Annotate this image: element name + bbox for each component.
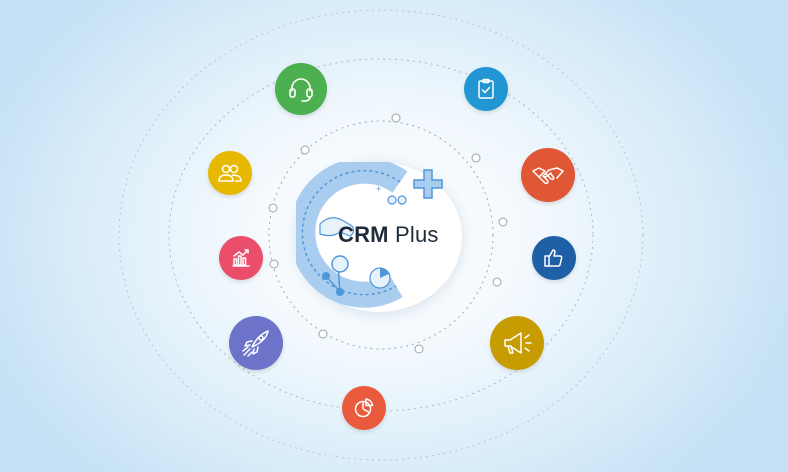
orbit-ring-inner — [268, 120, 494, 350]
orbit-node — [300, 145, 310, 155]
logo-suffix-text: Plus — [395, 222, 439, 247]
logo-c-graphic: + — [296, 162, 443, 308]
crm-plus-logo: + CRM Plus — [296, 162, 462, 312]
orbit-node — [391, 113, 401, 123]
svg-text:+: + — [376, 184, 381, 194]
pie-chart-icon — [342, 386, 386, 430]
orbit-node — [318, 329, 328, 339]
users-icon — [208, 151, 252, 195]
handshake-icon — [521, 148, 575, 202]
orbit-node — [269, 259, 279, 269]
logo-brand-text: CRM — [338, 222, 389, 247]
orbit-node — [414, 344, 424, 354]
bar-chart-icon — [219, 236, 263, 280]
orbit-ring-middle — [168, 58, 594, 412]
orbit-ring-outer — [118, 9, 644, 461]
headset-icon — [275, 63, 327, 115]
orbit-node — [492, 277, 502, 287]
orbit-node — [498, 217, 508, 227]
orbit-node — [471, 153, 481, 163]
rocket-icon — [229, 316, 283, 370]
megaphone-icon — [490, 316, 544, 370]
orbit-node — [268, 203, 278, 213]
thumbs-up-icon — [532, 236, 576, 280]
logo-wordmark: CRM Plus — [338, 222, 439, 248]
clipboard-check-icon — [464, 67, 508, 111]
